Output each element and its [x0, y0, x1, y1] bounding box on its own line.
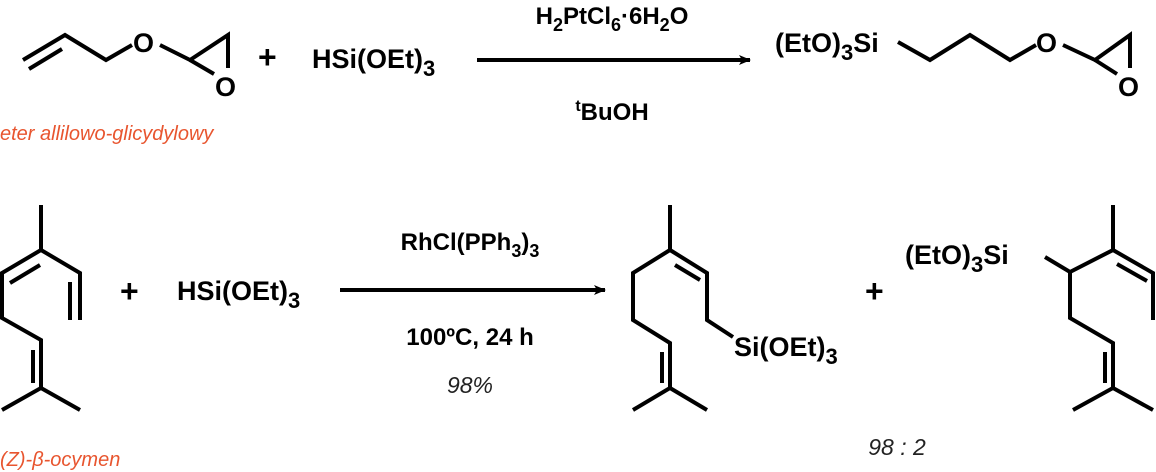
reactant-label: (Z)-β-ocymen: [0, 449, 120, 471]
yield-label: 98%: [447, 372, 493, 398]
atom-oxygen: O: [1036, 28, 1057, 58]
product-branched-silane: (EtO)3Si: [905, 205, 1155, 412]
catalyst-label: H2PtCl6·6H2O: [536, 3, 689, 35]
plus-sign: +: [120, 273, 139, 309]
product-glycidoxypropyl-triethoxysilane: (EtO)3Si O O: [775, 28, 1139, 102]
triethoxysilyl-group: Si(OEt)3: [734, 332, 838, 369]
atom-oxygen: O: [133, 28, 154, 58]
atom-oxygen: O: [215, 72, 236, 102]
allyl-glycidyl-ether-structure: O O: [21, 28, 236, 102]
product-ratio: 98 : 2: [868, 434, 926, 460]
solvent-label: tBuOH: [575, 98, 648, 126]
reactant-label: eter allilowo-glicydylowy: [0, 123, 214, 145]
z-beta-ocimene-structure: [0, 205, 82, 412]
triethoxysilyl-group: (EtO)3Si: [775, 28, 879, 65]
conditions-label: 100ºC, 24 h: [406, 324, 534, 351]
atom-oxygen: O: [1118, 72, 1139, 102]
plus-sign: +: [865, 273, 884, 309]
catalyst-label: RhCl(PPh3)3: [401, 229, 540, 261]
triethoxysilyl-group: (EtO)3Si: [905, 240, 1009, 277]
product-linear-silane: Si(OEt)3: [631, 205, 838, 412]
reagent-triethoxysilane: HSi(OEt)3: [312, 44, 435, 81]
plus-sign: +: [258, 39, 277, 75]
reagent-triethoxysilane: HSi(OEt)3: [177, 276, 300, 313]
